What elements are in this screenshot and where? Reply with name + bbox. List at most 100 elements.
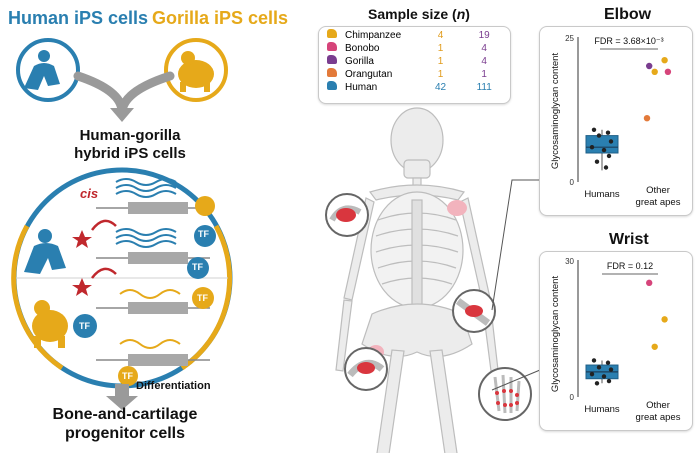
sample-size-row: Human 42 111 (323, 81, 506, 94)
sample-count-b: 4 (481, 43, 487, 54)
human-regulation-icons (24, 178, 216, 296)
human-cell-icon (16, 38, 80, 102)
wrist-y-tick-top: 30 (565, 257, 574, 266)
output-label-line1: Bone-and-cartilage (52, 406, 198, 423)
sample-size-row: Bonobo 1 4 (323, 42, 506, 55)
species-name: Human (345, 82, 378, 93)
cis-label: cis (80, 186, 99, 201)
wrist-chart-card: 30 0 Glycosaminoglycan content FDR = 0.1… (539, 251, 693, 431)
elbow-y-tick-bottom: 0 (570, 178, 575, 187)
sample-size-row: Orangutan 1 1 (323, 68, 506, 81)
elbow-data-point (589, 145, 595, 150)
sample-count-b: 111 (476, 82, 492, 93)
sample-count-b: 4 (481, 56, 487, 67)
tf-label-4: TF (79, 321, 90, 331)
left-illustration (11, 38, 233, 410)
shoulder-zoom-inset (325, 193, 369, 237)
tf-label-2: TF (192, 262, 203, 272)
wrist-data-point (605, 360, 611, 365)
wrist-data-point (608, 367, 614, 372)
elbow-data-point (661, 57, 668, 64)
hybrid-cell-circle (11, 167, 233, 389)
sample-size-title: Sample size (n) (368, 6, 470, 22)
human-ips-label: Human iPS cells (8, 8, 149, 28)
species-icon (323, 42, 341, 55)
tf-label-3: TF (197, 293, 208, 303)
sample-size-row: Gorilla 1 4 (323, 55, 506, 68)
elbow-data-point (651, 68, 658, 75)
gorilla-regulation-icons (32, 287, 214, 386)
elbow-data-point (646, 62, 653, 70)
sample-size-row: Chimpanzee 4 19 (323, 29, 506, 42)
elbow-chart-card: 25 0 Glycosaminoglycan content FDR = 3.6… (539, 26, 693, 216)
elbow-y-tick-top: 25 (565, 34, 574, 43)
differentiation-label: Differentiation (136, 380, 211, 392)
differentiation-arrow-shaft (115, 384, 129, 398)
wrist-fdr-annotation: FDR = 0.12 (607, 261, 653, 271)
elbow-data-point (643, 115, 651, 122)
sample-count-b: 1 (481, 69, 487, 80)
wrist-data-point (589, 371, 595, 377)
sample-size-title-suffix: ) (465, 6, 470, 22)
species-icon (323, 68, 341, 81)
wrist-data-point (651, 343, 658, 350)
species-icon (323, 55, 341, 68)
species-name: Orangutan (345, 69, 393, 80)
wrist-data-point (591, 358, 597, 363)
wrist-y-tick-bottom: 0 (570, 393, 575, 402)
wrist-y-label: Glycosaminoglycan content (550, 276, 561, 393)
hybrid-label-line1: Human-gorilla (79, 127, 181, 144)
output-label-line2: progenitor cells (64, 425, 186, 442)
elbow-data-point (603, 165, 609, 170)
wrist-data-point (646, 279, 653, 287)
elbow-title: Elbow (604, 6, 652, 23)
tf-label-5: TF (122, 371, 133, 381)
species-icon (323, 29, 341, 42)
hybrid-label-line2: hybrid iPS cells (74, 145, 186, 162)
species-name: Chimpanzee (345, 30, 402, 41)
wrist-data-point (594, 381, 600, 386)
wrist-x-label-other-line1: Other (646, 400, 670, 411)
elbow-data-point (591, 127, 597, 132)
sample-size-title-var: n (456, 6, 466, 22)
sample-count-a: 1 (437, 69, 444, 80)
wrist-data-point (606, 378, 612, 384)
sample-count-a: 1 (437, 56, 444, 67)
sample-size-title-prefix: Sample size ( (368, 6, 457, 22)
wrist-x-label-other-line2: great apes (636, 412, 681, 423)
elbow-data-point (601, 147, 607, 153)
tf-label-1: TF (198, 229, 209, 239)
elbow-y-label: Glycosaminoglycan content (550, 53, 561, 170)
hip-zoom-inset (344, 347, 388, 391)
elbow-x-label-humans: Humans (584, 189, 620, 200)
elbow-chart: 25 0 Glycosaminoglycan content FDR = 3.6… (550, 34, 681, 208)
sample-count-a: 4 (437, 30, 444, 41)
wrist-data-point (601, 374, 607, 379)
connector-lines (491, 179, 541, 391)
elbow-x-label-other-line2: great apes (636, 197, 681, 208)
shoulder-highlight (447, 200, 467, 216)
elbow-data-point (608, 139, 614, 144)
elbow-data-point (605, 130, 611, 135)
gorilla-cell-icon (164, 38, 228, 102)
wrist-data-point (596, 365, 602, 370)
sample-count-a: 1 (437, 43, 444, 54)
elbow-fdr-annotation: FDR = 3.68×10⁻³ (594, 36, 663, 46)
species-name: Gorilla (345, 56, 374, 67)
sample-count-b: 19 (478, 30, 490, 41)
elbow-data-point (606, 153, 612, 159)
wrist-x-label-humans: Humans (584, 404, 620, 415)
merge-arrow (73, 71, 175, 115)
hand-zoom-inset (478, 367, 532, 421)
species-icon (323, 81, 341, 94)
species-name: Bonobo (345, 43, 380, 54)
gorilla-ips-label: Gorilla iPS cells (152, 8, 289, 28)
differentiation-arrowhead (106, 396, 138, 410)
elbow-x-label-other-line1: Other (646, 185, 670, 196)
wrist-title: Wrist (609, 231, 649, 248)
sample-count-a: 42 (434, 82, 447, 93)
wrist-data-point (661, 316, 668, 323)
merge-arrowhead (110, 108, 134, 122)
